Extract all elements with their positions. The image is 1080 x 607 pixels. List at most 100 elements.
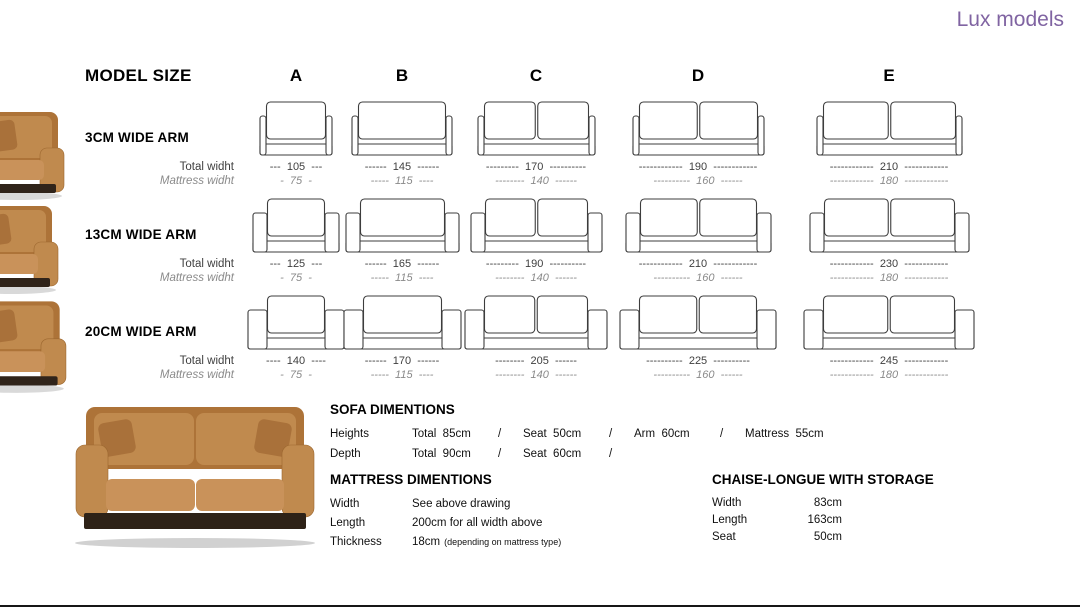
table-header-row: MODEL SIZE A B C D E: [85, 60, 992, 92]
total-width-value: --------- 170 ----------: [485, 161, 587, 173]
chaise-seat-value: 50cm: [813, 530, 842, 543]
model-cell-e: ------------ 230 ------------ ----------…: [786, 189, 992, 286]
model-cell-a: --- 125 --- - 75 -: [250, 189, 342, 286]
chaise-length-row: Length 163cm: [712, 511, 934, 528]
total-width-value: ------------ 230 ------------: [829, 258, 949, 270]
model-cell-e: ------------ 245 ------------ ----------…: [786, 286, 992, 383]
mattress-width-value: ---------- 160 ------: [653, 175, 743, 187]
model-row-13cm: 13CM WIDE ARM Total widht Mattress widht…: [85, 189, 992, 286]
sofa-sketch-c: [469, 198, 603, 254]
mattress-width-value: ------------ 180 ------------: [829, 369, 949, 381]
model-cell-b: ------ 145 ------ ----- 115 ----: [342, 92, 462, 189]
sofa-dimensions-title: SOFA DIMENTIONS: [330, 402, 455, 417]
sofa-photo: [70, 393, 320, 555]
sofa-sketch-b: [344, 198, 460, 254]
chaise-longue-title: CHAISE-LONGUE WITH STORAGE: [712, 472, 934, 487]
heights-total: Total 85cm: [412, 428, 471, 440]
mattress-thickness-row: Thickness 18cm (depending on mattress ty…: [330, 532, 710, 551]
total-width-caption: Total widht: [179, 355, 234, 367]
column-header-a: A: [289, 66, 303, 85]
chaise-width-label: Width: [712, 496, 742, 509]
arm-width-label: 13CM WIDE ARM: [85, 227, 197, 242]
model-cell-c: --------- 190 ---------- -------- 140 --…: [462, 189, 610, 286]
chaise-width-value: 83cm: [813, 496, 842, 509]
total-width-value: ---- 140 ----: [266, 355, 326, 367]
bottom-edge-line: [0, 605, 1080, 607]
chaise-seat-row: Seat 50cm: [712, 528, 934, 545]
mattress-dimensions-section: MATTRESS DIMENTIONS Width See above draw…: [330, 472, 710, 551]
total-width-value: --------- 190 ----------: [485, 258, 587, 270]
sofa-dimensions-section: SOFA DIMENTIONS Heights Total 85cm / Sea…: [330, 402, 824, 464]
total-width-value: --- 125 ---: [269, 258, 323, 270]
sofa-sketch-d: [619, 295, 777, 351]
chaise-seat-label: Seat: [712, 530, 736, 543]
total-width-value: ------ 165 ------: [364, 258, 440, 270]
mattress-width-row: Width See above drawing: [330, 494, 710, 513]
depth-seat: Seat 60cm: [523, 448, 582, 460]
chaise-length-label: Length: [712, 513, 748, 526]
arm-width-label: 20CM WIDE ARM: [85, 324, 197, 339]
separator-slash: /: [720, 428, 724, 440]
mattress-width-value: -------- 140 ------: [495, 272, 577, 284]
chaise-width-row: Width 83cm: [712, 494, 934, 511]
separator-slash: /: [609, 428, 613, 440]
model-cell-a: --- 105 --- - 75 -: [250, 92, 342, 189]
total-width-caption: Total widht: [179, 161, 234, 173]
model-size-table: MODEL SIZE A B C D E 3CM WIDE ARM Total …: [85, 60, 992, 383]
model-cell-d: ---------- 225 ---------- ---------- 160…: [610, 286, 786, 383]
model-row-20cm: 20CM WIDE ARM Total widht Mattress widht…: [85, 286, 992, 383]
mattress-width-caption: Mattress widht: [159, 175, 234, 187]
model-cell-b: ------ 170 ------ ----- 115 ----: [342, 286, 462, 383]
armchair-image-icon: [0, 112, 65, 200]
total-width-value: ------------ 210 ------------: [638, 258, 758, 270]
sofa-sketch-e: [803, 295, 975, 351]
total-width-value: --- 105 ---: [269, 161, 323, 173]
mattress-width-value: ----- 115 ----: [370, 369, 434, 381]
row-label-cell: 3CM WIDE ARM Total widht Mattress widht: [85, 92, 250, 189]
sofa-sketch-e: [815, 101, 963, 157]
sofa-sketch-a: [259, 101, 333, 157]
armchair-photo-1: [0, 108, 66, 205]
column-header-c: C: [529, 66, 543, 85]
row-label-cell: 20CM WIDE ARM Total widht Mattress widht: [85, 286, 250, 383]
model-cell-b: ------ 165 ------ ----- 115 ----: [342, 189, 462, 286]
mattress-length-row: Length 200cm for all width above: [330, 513, 710, 532]
heights-seat: Seat 50cm: [523, 428, 582, 440]
mattress-width-value: - 75 -: [280, 369, 312, 381]
mattress-thickness-label: Thickness: [330, 535, 382, 548]
chaise-longue-section: CHAISE-LONGUE WITH STORAGE Width 83cm Le…: [712, 472, 934, 545]
mattress-width-caption: Mattress widht: [159, 369, 234, 381]
mattress-width-label: Width: [330, 497, 360, 510]
total-width-value: ---------- 225 ----------: [646, 355, 750, 367]
mattress-width-caption: Mattress widht: [159, 272, 234, 284]
heights-arm: Arm 60cm: [634, 428, 690, 440]
depth-row: Depth Total 90cm / Seat 60cm /: [330, 444, 824, 464]
mattress-width-value: ----- 115 ----: [370, 175, 434, 187]
total-width-value: ------------ 245 ------------: [829, 355, 949, 367]
model-cell-d: ------------ 210 ------------ ----------…: [610, 189, 786, 286]
heights-row: Heights Total 85cm / Seat 50cm / Arm 60c…: [330, 424, 824, 444]
sofa-sketch-d: [631, 101, 765, 157]
separator-slash: /: [609, 448, 613, 460]
model-cell-c: --------- 170 ---------- -------- 140 --…: [462, 92, 610, 189]
mattress-width-value: ------------ 180 ------------: [829, 272, 949, 284]
total-width-value: ------------ 210 ------------: [829, 161, 949, 173]
column-header-e: E: [883, 66, 895, 85]
mattress-dimensions-title: MATTRESS DIMENTIONS: [330, 472, 492, 487]
model-cell-e: ------------ 210 ------------ ----------…: [786, 92, 992, 189]
row-label-cell: 13CM WIDE ARM Total widht Mattress widht: [85, 189, 250, 286]
mattress-width-value: ---------- 160 ------: [653, 369, 743, 381]
sofa-image-icon: [75, 407, 315, 548]
heights-mattress: Mattress 55cm: [745, 428, 824, 440]
armchair-image-icon: [0, 206, 59, 294]
chaise-length-value: 163cm: [807, 513, 842, 526]
mattress-width-value: ----- 115 ----: [370, 272, 434, 284]
mattress-thickness-note: (depending on mattress type): [444, 536, 562, 547]
model-cell-a: ---- 140 ---- - 75 -: [247, 286, 345, 383]
sofa-sketch-c: [464, 295, 608, 351]
mattress-width-value: - 75 -: [280, 175, 312, 187]
depth-label: Depth: [330, 448, 361, 460]
mattress-width-value: -------- 140 ------: [495, 175, 577, 187]
sofa-sketch-a: [247, 295, 345, 351]
total-width-value: ------ 170 ------: [364, 355, 440, 367]
